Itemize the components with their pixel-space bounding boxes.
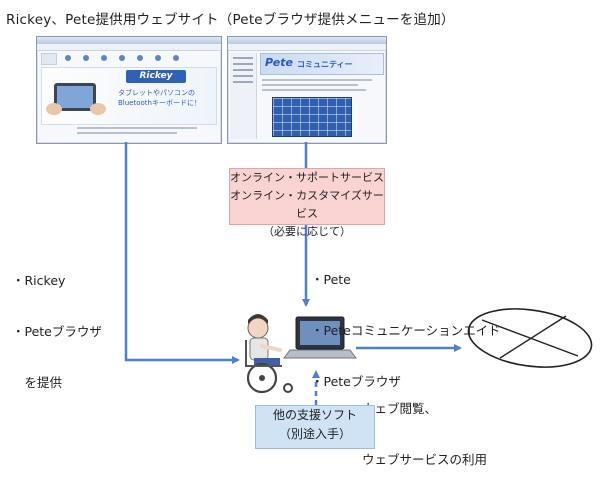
result-note-line1: ウェブ閲覧、 (362, 401, 438, 416)
keyboard-grid-image (272, 97, 352, 137)
site-sidebar (230, 53, 257, 139)
services-line2: オンライン・カスタマイズサービス (230, 189, 384, 220)
laptop-icon (283, 316, 357, 359)
diagram-title: Rickey、Pete提供用ウェブサイト（Peteブラウザ提供メニューを追加） (6, 12, 455, 28)
left-note-line1: ・Rickey (12, 273, 66, 288)
site-banner: Rickey タブレットやパソコンの Bluetoothキーボードに！ (41, 67, 217, 125)
rickey-logo: Rickey (126, 70, 186, 83)
banner-text-line2: Bluetoothキーボードに！ (118, 99, 201, 107)
web-usage-note: ウェブ閲覧、 ウェブサービスの利用 (362, 366, 487, 485)
pete-header-banner: Pete コミュニティー (260, 53, 384, 75)
connector-layer (124, 142, 593, 405)
center-note-line2: ・Peteコミュニケーションエイド (311, 323, 501, 338)
online-services-box: オンライン・サポートサービス オンライン・カスタマイズサービス （必要に応じて） (229, 168, 385, 238)
site-body-text (77, 127, 197, 129)
wheelchair-user-icon (245, 314, 293, 394)
center-note-line1: ・Pete (311, 272, 351, 287)
pete-logo: Pete (265, 56, 293, 69)
rickey-website-screenshot: Rickey タブレットやパソコンの Bluetoothキーボードに！ (36, 36, 222, 144)
site-body-text (262, 84, 358, 86)
services-line3: （必要に応じて） (263, 225, 351, 238)
services-line1: オンライン・サポートサービス (230, 171, 384, 184)
banner-text-line1: タブレットやパソコンの (118, 89, 195, 97)
site-nav-row (41, 53, 217, 65)
pete-website-screenshot: Pete コミュニティー (227, 36, 387, 144)
site-body-text (77, 132, 177, 134)
other-software-box: 他の支援ソフト （別途入手） (255, 405, 375, 449)
pete-logo-sub: コミュニティー (297, 60, 353, 69)
result-note-line2: ウェブサービスの利用 (362, 452, 488, 467)
other-box-line2: （別途入手） (278, 427, 351, 441)
left-note-line3: を提供 (12, 375, 63, 390)
browser-toolbar (37, 44, 221, 51)
browser-toolbar (228, 44, 386, 51)
web-icon (467, 308, 593, 368)
center-note-line3: ・Peteブラウザ (311, 374, 401, 389)
left-note-line2: ・Peteブラウザ (12, 324, 102, 339)
rickey-delivery-arrow (124, 142, 240, 364)
other-box-line1: 他の支援ソフト (272, 408, 357, 422)
site-body-text (262, 89, 366, 91)
tablet-hands-image (46, 83, 106, 115)
site-body-text (262, 79, 372, 81)
left-provision-note: ・Rickey ・Peteブラウザ を提供 (12, 238, 102, 408)
